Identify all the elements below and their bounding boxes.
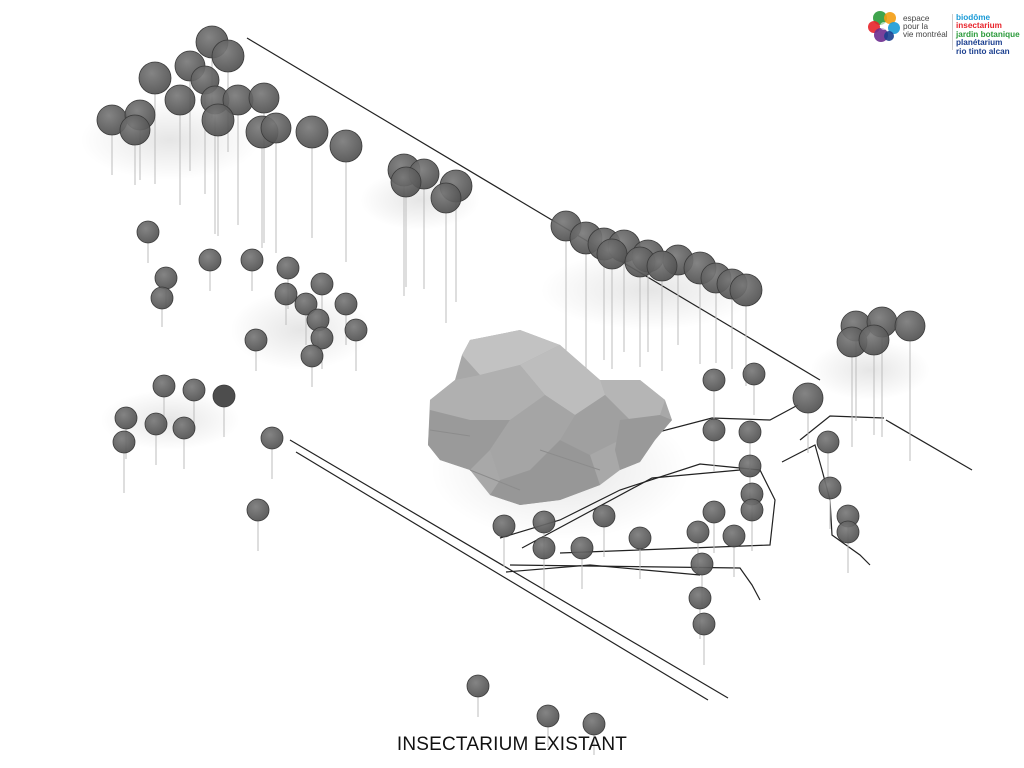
tree-canopy: [894, 310, 926, 342]
tree-canopy: [740, 498, 764, 522]
tree-canopy: [248, 82, 280, 114]
tree-canopy: [390, 166, 422, 198]
logo-brand-list: biodôme insectarium jardin botanique pla…: [956, 13, 1024, 56]
tree-canopy: [628, 526, 652, 550]
tree-canopy: [274, 282, 298, 306]
tree-canopy: [702, 418, 726, 442]
tree-canopy: [692, 612, 716, 636]
brand-jardin-botanique: jardin botanique: [956, 29, 1020, 39]
walkway-1: [499, 463, 776, 554]
road-line-2: [295, 451, 709, 701]
tree-canopy: [816, 430, 840, 454]
walkway-4: [509, 564, 761, 601]
tree-canopy: [818, 476, 842, 500]
tree-canopy: [300, 344, 324, 368]
tree-canopy: [738, 454, 762, 478]
logo-divider: [952, 14, 953, 50]
tree-canopy: [686, 520, 710, 544]
property-line-east: [885, 419, 973, 471]
tree-canopy: [154, 266, 178, 290]
tree-canopy: [722, 524, 746, 548]
tree-canopy: [138, 61, 172, 95]
tree-canopy: [329, 129, 363, 163]
tree-canopy: [198, 248, 222, 272]
tree-canopy: [260, 426, 284, 450]
tree-canopy: [430, 182, 462, 214]
tree-canopy: [536, 704, 560, 728]
espace-pour-la-vie-logo: espace pour la vie montréal biodôme inse…: [866, 8, 1020, 56]
insectarium-building: [428, 330, 672, 505]
tree-canopy: [742, 362, 766, 386]
tree-canopy: [858, 324, 890, 356]
tree-canopy: [294, 292, 318, 316]
tree-canopy: [690, 552, 714, 576]
trees: [96, 25, 926, 736]
tree-canopy: [260, 112, 292, 144]
tree-canopy: [119, 114, 151, 146]
tree-canopy: [201, 103, 235, 137]
brand-planetarium: planétarium: [956, 38, 1003, 48]
tree-canopy: [112, 430, 136, 454]
tree-canopy: [570, 536, 594, 560]
tree-canopy: [582, 712, 606, 736]
tree-canopy: [466, 674, 490, 698]
tree-canopy: [114, 406, 138, 430]
tree-canopy: [702, 368, 726, 392]
tree-canopy: [276, 256, 300, 280]
tree-canopy: [592, 504, 616, 528]
logo-wordmark: espace pour la vie montréal: [903, 14, 951, 40]
tree-canopy: [729, 273, 763, 307]
tree-canopy: [702, 500, 726, 524]
tree-canopy: [532, 536, 556, 560]
tree-canopy: [211, 39, 245, 73]
tree-canopy: [136, 220, 160, 244]
tree-canopy: [150, 286, 174, 310]
logo-line: pour la: [903, 22, 929, 32]
tree-canopy: [212, 384, 236, 408]
tree-canopy: [144, 412, 168, 436]
tree-canopy: [152, 374, 176, 398]
tree-canopy: [240, 248, 264, 272]
walkway-6: [799, 415, 885, 441]
property-line-north: [246, 37, 821, 381]
walkway-5: [505, 564, 701, 576]
walkway-2: [627, 404, 799, 441]
tree-canopy: [246, 498, 270, 522]
walkway-7: [781, 444, 871, 566]
tree-canopy: [646, 250, 678, 282]
walkway-3: [521, 469, 741, 549]
tree-canopy: [172, 416, 196, 440]
drawing-caption: INSECTARIUM EXISTANT: [396, 734, 628, 755]
tree-canopy: [295, 115, 329, 149]
tree-canopy: [334, 292, 358, 316]
tree-canopy: [164, 84, 196, 116]
brand-biodome: biodôme: [956, 13, 991, 22]
logo-line: vie montréal: [903, 30, 948, 40]
tree-canopy: [836, 520, 860, 544]
tree-canopy: [344, 318, 368, 342]
road-line-1: [289, 439, 729, 699]
tree-canopy: [792, 382, 824, 414]
tree-canopy: [492, 514, 516, 538]
brand-rio-tinto-alcan: rio tinto alcan: [956, 46, 1010, 56]
tree-canopy: [310, 272, 334, 296]
tree-canopy: [182, 378, 206, 402]
logo-mark-icon: [868, 11, 900, 42]
site-lines: [246, 37, 973, 701]
brand-insectarium: insectarium: [956, 21, 1002, 31]
tree-canopy: [532, 510, 556, 534]
logo-line: espace: [903, 14, 930, 23]
tree-canopy: [244, 328, 268, 352]
tree-canopy: [688, 586, 712, 610]
tree-canopy: [310, 326, 334, 350]
tree-canopy: [738, 420, 762, 444]
tree-canopy: [596, 238, 628, 270]
